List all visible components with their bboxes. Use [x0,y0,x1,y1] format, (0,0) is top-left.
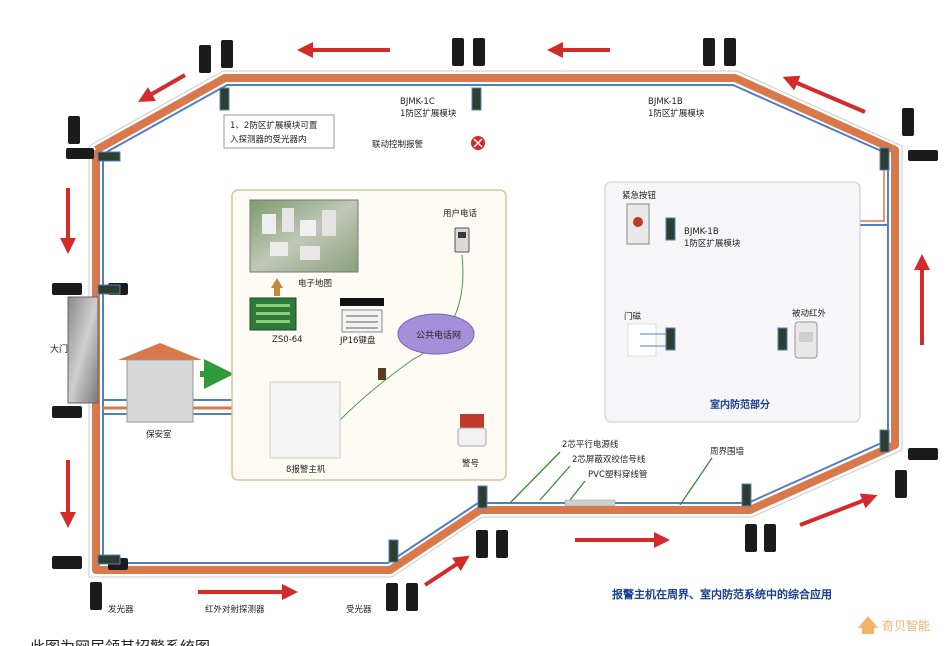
bus-two-core-label: 2芯平行电源线 [562,439,619,450]
telephone-icon: 用户电话 [443,208,478,253]
door-contact-label: 门磁 [624,311,642,322]
pir-sensor-icon [794,321,818,359]
module-1b-top-desc: 1防区扩展模块 [648,108,705,119]
guard-room: 保安室 [118,343,202,440]
siren-label: 警号 [462,458,479,469]
perimeter-wall-label: 周界围墙 [710,446,745,457]
emitter-label: 发光器 [108,604,134,615]
emergency-button-label: 紧急按钮 [622,190,657,201]
board-label: ZS0-64 [272,335,303,345]
ir-detector-label: 红外对射探测器 [205,604,265,615]
siren-icon: 警号 [457,414,487,469]
gate: 大门 [50,296,99,404]
keyboard: JP16键盘 [339,298,384,346]
passive-ir-label: 被动红外 [792,308,827,319]
indoor-panel [604,181,861,423]
module-1c-desc: 1防区扩展模块 [400,108,457,119]
city-map-icon [249,199,359,273]
zs0-board: ZS0-64 [249,297,303,345]
gate-label: 大门 [50,343,68,355]
note-line-1: 1、2防区扩展模块可置 [230,120,318,131]
receiver-label: 受光器 [346,604,372,615]
footer-text: 此图为网居领其招警系统图 [30,638,210,646]
bus-pvc-label: PVC塑料穿线管 [588,469,647,480]
direction-arrows [60,42,930,600]
cable-plug [378,368,386,380]
keyboard-label: JP16键盘 [339,335,376,346]
watermark: 奇贝智能 [858,616,930,634]
perimeter-cable [88,70,903,578]
phone-line [339,254,464,421]
up-arrow [271,278,283,288]
indoor-module-model: BJMK-1B [684,227,719,237]
door-contact-icon [627,323,666,357]
diagram-caption: 报警主机在周界、室内防范系统中的综合应用 [612,587,832,601]
zone-module-icon [97,87,890,565]
door-module [665,327,676,351]
electronic-map-label: 电子地图 [298,278,332,289]
guard-room-label: 保安室 [146,429,172,440]
module-1b-top-model: BJMK-1B [648,97,683,107]
indoor-module-desc: 1防区扩展模块 [684,238,741,249]
module-1c-model: BJMK-1C [400,97,435,107]
pir-module [777,327,788,351]
public-network: 公共电话网 [397,313,475,355]
linkage-alarm-label: 联动控制报警 [372,139,424,150]
user-phone-label: 用户电话 [443,208,478,219]
alarm-host-label: 8报警主机 [286,464,326,475]
alarm-indicator-icon [471,136,485,150]
zone-module-note: 1、2防区扩展模块可置 入探测器的受光器内 [223,114,335,149]
alarm-host: 8报警主机 [269,381,341,475]
note-line-2: 入探测器的受光器内 [230,134,307,145]
indoor-module [665,217,676,241]
watermark-text: 奇贝智能 [882,618,930,633]
indoor-section-label: 室内防范部分 [710,398,770,411]
public-network-label: 公共电话网 [416,329,461,341]
pvc-pipe [564,499,616,507]
emergency-button-icon [626,203,650,245]
bus-shielded-label: 2芯屏蔽双绞信号线 [572,454,646,465]
bus-labels [509,451,713,506]
